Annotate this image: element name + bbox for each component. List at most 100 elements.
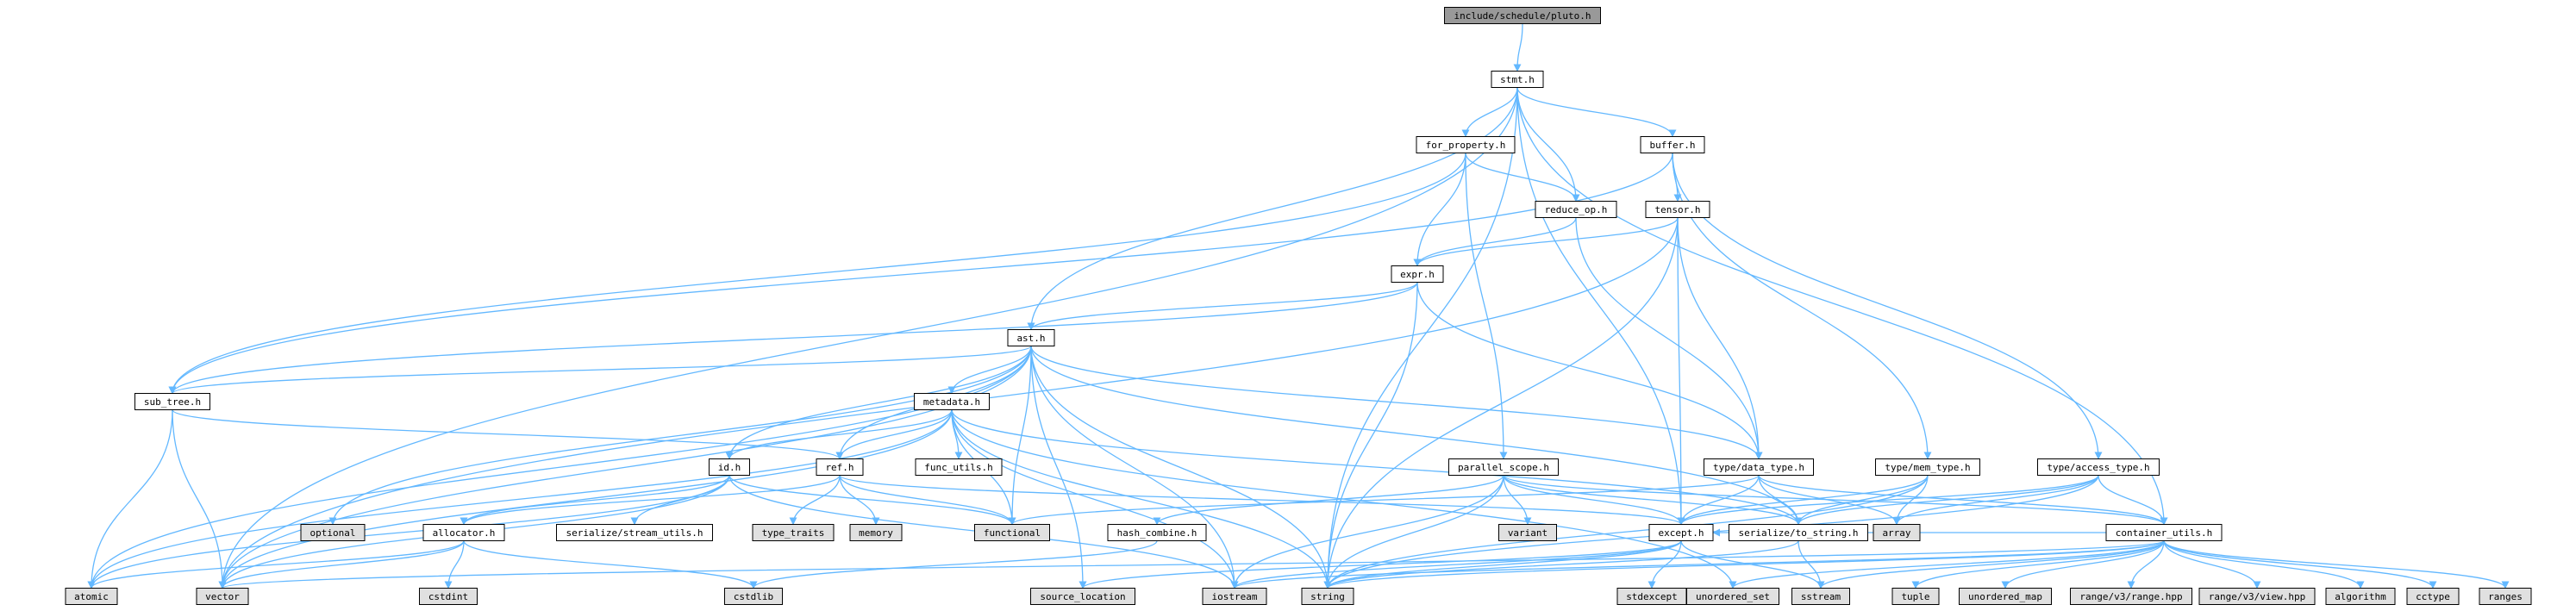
edge-for-property-to-sub-tree: [168, 153, 1466, 395]
edge-reduce-op-to-expr: [1413, 217, 1577, 267]
edge-allocator-to-vector: [218, 540, 465, 589]
node-metadata[interactable]: metadata.h: [914, 393, 990, 410]
edge-data-type-to-array: [1758, 475, 1901, 526]
edge-ast-to-optional: [328, 346, 1032, 526]
node-label: tuple: [1901, 591, 1929, 602]
node-view-hpp: range/v3/view.hpp: [2198, 588, 2316, 605]
edge-container-utils-to-unordered-set: [1729, 539, 2165, 589]
node-box: [65, 588, 118, 605]
edge-hash-combine-to-cstdlib: [749, 540, 1158, 589]
nodes-layer: include/schedule/pluto.h stmt.h for_proper…: [65, 7, 2532, 605]
edge-id-to-allocator: [460, 475, 730, 526]
node-box: [1202, 588, 1267, 605]
node-label: functional: [984, 527, 1041, 539]
node-box: [724, 588, 783, 605]
edge-for-property-to-expr: [1413, 153, 1466, 267]
node-allocator[interactable]: allocator.h: [422, 524, 505, 541]
node-except[interactable]: except.h: [1648, 524, 1714, 541]
node-label: stmt.h: [1500, 74, 1535, 85]
edge-ref-to-allocator: [460, 475, 841, 526]
node-label: iostream: [1212, 591, 1258, 602]
edge-stmt-to-string: [1323, 87, 1518, 589]
node-label: allocator.h: [433, 527, 496, 539]
node-box: [709, 458, 750, 476]
node-box: [1007, 329, 1055, 346]
node-label: serialize/stream_utils.h: [566, 527, 703, 539]
edge-ast-to-metadata: [947, 346, 1032, 395]
edge-tensor-to-except: [1677, 217, 1685, 526]
edge-parallel-scope-to-hash-combine: [1153, 475, 1504, 526]
edge-metadata-to-vector: [218, 409, 953, 589]
node-sub-tree[interactable]: sub_tree.h: [134, 393, 210, 410]
node-func-utils[interactable]: func_utils.h: [915, 458, 1003, 476]
node-label: hash_combine.h: [1117, 527, 1197, 539]
node-parallel-scope[interactable]: parallel_scope.h: [1448, 458, 1559, 476]
node-access-type[interactable]: type/access_type.h: [2037, 458, 2160, 476]
node-id[interactable]: id.h: [709, 458, 750, 476]
node-to-string[interactable]: serialize/to_string.h: [1729, 524, 1868, 541]
node-box: [1491, 71, 1544, 88]
node-container-utils[interactable]: container_utils.h: [2105, 524, 2223, 541]
node-label: variant: [1508, 527, 1547, 539]
edge-mem-type-to-except: [1677, 475, 1929, 526]
edge-ref-to-type-traits: [789, 475, 841, 526]
edge-allocator-to-atomic: [87, 540, 465, 589]
edge-reduce-op-to-data-type: [1575, 217, 1763, 460]
node-ast[interactable]: ast.h: [1007, 329, 1055, 346]
edge-metadata-to-atomic: [87, 409, 953, 589]
node-label: unordered_set: [1696, 591, 1770, 602]
node-expr[interactable]: expr.h: [1391, 265, 1444, 283]
edge-container-utils-to-ranges: [2163, 540, 2510, 589]
node-data-type[interactable]: type/data_type.h: [1704, 458, 1814, 476]
edge-ref-to-except: [839, 474, 1685, 526]
node-serialize-stream[interactable]: serialize/stream_utils.h: [556, 524, 713, 541]
edge-expr-to-data-type: [1416, 282, 1763, 460]
node-label: id.h: [718, 462, 741, 473]
edge-expr-to-string: [1323, 282, 1418, 589]
edge-tensor-to-expr: [1413, 217, 1679, 267]
node-buffer[interactable]: buffer.h: [1640, 136, 1705, 153]
node-box: [134, 393, 210, 410]
edge-metadata-to-ref: [835, 409, 953, 460]
edge-access-type-to-except: [1677, 475, 2099, 526]
node-stmt[interactable]: stmt.h: [1491, 71, 1544, 88]
node-box: [2479, 588, 2532, 605]
node-label: cctype: [2416, 591, 2450, 602]
edge-access-type-to-to-string: [1794, 475, 2099, 526]
node-box: [1498, 524, 1557, 541]
node-type-traits: type_traits: [752, 524, 835, 541]
node-label: string: [1310, 591, 1345, 602]
node-label: memory: [859, 527, 893, 539]
node-functional: functional: [974, 524, 1050, 541]
node-mem-type[interactable]: type/mem_type.h: [1875, 458, 1980, 476]
node-optional: optional: [300, 524, 366, 541]
edge-except-to-source-location: [1079, 539, 1682, 589]
node-label: unordered_map: [1968, 591, 2042, 602]
node-hash-combine[interactable]: hash_combine.h: [1107, 524, 1207, 541]
node-ref[interactable]: ref.h: [816, 458, 864, 476]
node-label: buffer.h: [1650, 140, 1696, 151]
node-pluto[interactable]: include/schedule/pluto.h: [1444, 7, 1601, 24]
node-variant: variant: [1498, 524, 1557, 541]
node-tensor[interactable]: tensor.h: [1645, 201, 1710, 218]
node-box: [974, 524, 1050, 541]
node-reduce-op[interactable]: reduce_op.h: [1535, 201, 1617, 218]
edge-metadata-to-to-string: [951, 409, 1803, 526]
node-label: cstdint: [428, 591, 468, 602]
node-box: [1959, 588, 2052, 605]
edge-ref-to-memory: [839, 475, 880, 526]
edge-to-string-to-string: [1323, 539, 1799, 589]
edge-stmt-to-ast: [1027, 87, 1518, 331]
node-algorithm: algorithm: [2325, 588, 2396, 605]
node-box: [2325, 588, 2396, 605]
node-for-property[interactable]: for_property.h: [1416, 136, 1516, 153]
edge-data-type-to-container-utils: [1758, 475, 2168, 526]
node-cstdint: cstdint: [419, 588, 478, 605]
node-box: [2070, 588, 2192, 605]
edge-except-to-stdexcept: [1648, 540, 1682, 589]
edge-stmt-to-container-utils: [1516, 87, 2168, 526]
node-box: [2105, 524, 2223, 541]
node-array: array: [1873, 524, 1921, 541]
edge-container-utils-to-tuple: [1911, 540, 2165, 589]
edge-ast-to-to-string: [1030, 346, 1803, 526]
